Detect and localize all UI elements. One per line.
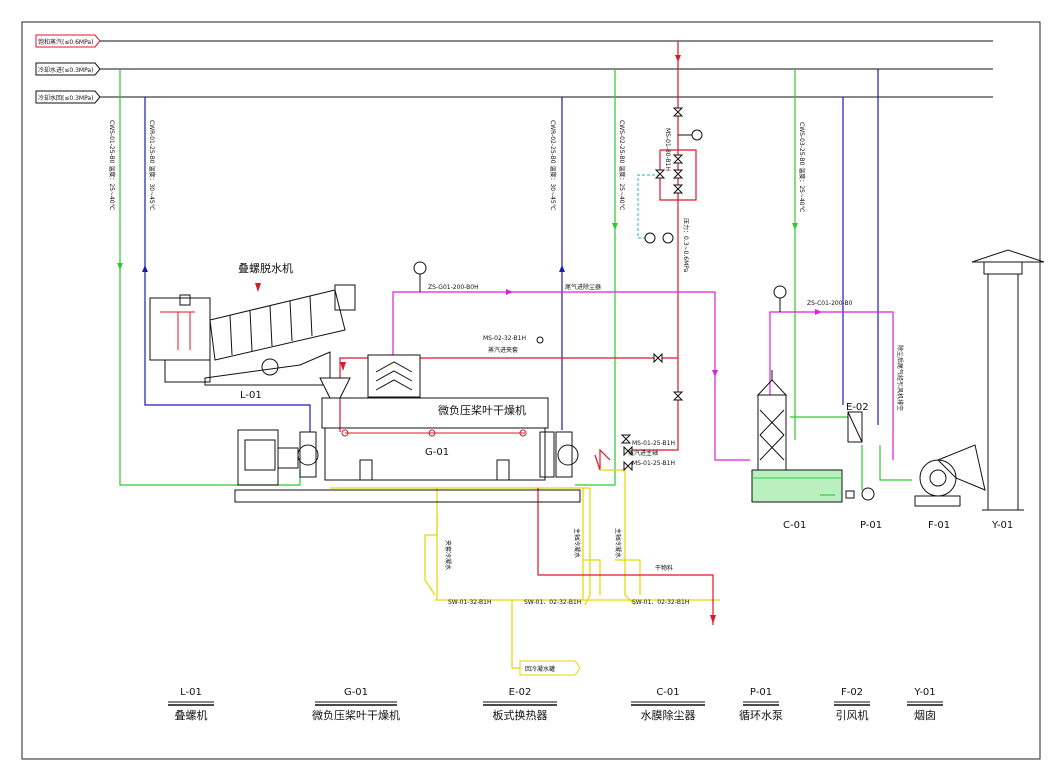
cooling-supply-arrows: [117, 223, 798, 270]
sw2-label: SW-01、02-32-B1H: [524, 599, 581, 606]
vertical-labels: CWS-01-25-B0 温度：25~40℃ CWR-01-25-B0 温度：3…: [108, 120, 904, 570]
legend-name: 烟囱: [914, 708, 936, 722]
screw-press-label: 叠螺脱水机: [238, 261, 293, 275]
hx-tag: E-02: [846, 402, 869, 413]
cond-jacket-label: 夹套冷凝水: [444, 540, 452, 570]
cooling-supply-lines: [119, 69, 912, 496]
steam-jacket-label: 蒸汽进夹套: [488, 346, 518, 354]
steam-pressure-label: 压力：0.3~0.6MPa: [682, 218, 690, 273]
legend-item: Y-01 烟囱: [907, 687, 943, 722]
scrubber-tag: C-01: [783, 520, 806, 531]
water-film-scrubber: [751, 370, 843, 503]
condensate-tank-tag: [519, 660, 581, 676]
plate-heat-exchanger: [847, 411, 863, 443]
legend-name: 循环水泵: [739, 709, 783, 722]
cond-shaft1-label: 主轴冷凝水: [573, 528, 581, 558]
legend-code: L-01: [180, 687, 202, 698]
steam-valves: [620, 107, 684, 472]
steam-shaft-line-label: MS-01-25-B1H: [632, 440, 675, 447]
legend-item: F-02 引风机: [834, 687, 870, 722]
chimney-tag: Y-01: [991, 520, 1013, 531]
legend-code: G-01: [344, 687, 368, 698]
legend-item: G-01 微负压桨叶干燥机: [312, 687, 400, 722]
steam-shaft-label: 蒸汽进主轴: [628, 449, 658, 457]
steam-shaft-line2-label: MS-01-25-B1H: [632, 460, 675, 467]
exhaust-to-label: 尾气进除尘器: [565, 283, 601, 291]
pump-tag: P-01: [860, 520, 882, 531]
condensate-lines: [330, 469, 720, 669]
cwr-mid-label: CWR-02-25-B0 温度：30~45℃: [549, 120, 557, 211]
pressure-dashed-line: [637, 174, 660, 239]
legend-item: C-01 水膜除尘器: [631, 687, 705, 722]
legend-name: 水膜除尘器: [641, 708, 696, 722]
sw3-label: SW-01、02-32-B1H: [632, 599, 689, 606]
condensate-tank-label: 回冷凝水罐: [525, 665, 555, 673]
fan-tag: F-01: [928, 520, 950, 531]
steam-jacket-line-label: MS-02-32-B1H: [483, 335, 526, 342]
dryer-label: 微负压桨叶干燥机: [438, 403, 526, 417]
cooling-return-lines: [144, 69, 879, 432]
steam-header-mark: [675, 55, 681, 62]
header-cw-return-label: 冷却水回(≤0.3MPa): [38, 94, 93, 102]
horizontal-labels: ZS-G01-200-B0H 尾气进除尘器 MS-02-32-B1H 蒸汽进夹套…: [428, 283, 853, 606]
cw-right-label: CWS-03-25-B0 温度：25~40℃: [798, 122, 806, 213]
header-steam-tag: [35, 34, 101, 48]
exhaust-lines: [392, 291, 894, 461]
cond-shaft2-label: 主轴冷凝水: [614, 528, 622, 558]
sw1-label: SW-01-32-B1H: [448, 599, 492, 606]
legend-code: E-02: [509, 687, 532, 698]
dry-product-label: 干物料: [655, 564, 673, 572]
cw-mid-label: CWS-02-25-B0 温度：25~40℃: [618, 120, 626, 211]
cooling-return-arrows: [142, 265, 565, 272]
legend-item: P-01 循环水泵: [739, 687, 783, 722]
gauges: [413, 129, 787, 344]
legend-name: 微负压桨叶干燥机: [312, 708, 400, 722]
dryer-tag: G-01: [425, 447, 449, 458]
cw-left-label: CWS-01-25-B0 温度：25~40℃: [108, 120, 116, 211]
legend-item: E-02 板式换热器: [483, 687, 557, 722]
equipment-legend: L-01 叠螺机 G-01 微负压桨叶干燥机 E-02 板式换热器 C-01 水膜除尘器 P-0…: [168, 687, 943, 722]
vent-note-label: 除尘后尾气经引风机排空: [896, 345, 904, 411]
legend-code: P-01: [750, 687, 772, 698]
header-cw-supply-label: 冷却水进(≤0.3MPa): [38, 66, 93, 74]
legend-name: 板式换热器: [493, 708, 548, 722]
header-cw-supply-tag: [35, 62, 101, 76]
header-lines: 饱和蒸汽(≤0.6MPa) 冷却水进(≤0.3MPa) 冷却水回(≤0.3MPa…: [35, 34, 993, 104]
exhaust-hood: [367, 354, 421, 398]
steam-main-label: MS-01-80-B1H: [664, 128, 671, 171]
feed-hopper: [319, 377, 351, 399]
screw-press: [149, 284, 356, 386]
header-cw-return-tag: [35, 90, 101, 104]
paddle-dryer: [234, 397, 581, 503]
legend-name: 引风机: [836, 708, 869, 722]
circulation-pump: [845, 487, 875, 501]
induced-draft-fan: [914, 444, 986, 507]
exhaust2-label: ZS-C01-200-B0: [807, 300, 853, 307]
legend-code: Y-01: [913, 687, 935, 698]
chimney: [971, 249, 1045, 511]
drawing-frame: [21, 21, 1041, 760]
screw-press-tag: L-01: [240, 390, 262, 401]
header-steam-label: 饱和蒸汽(≤0.6MPa): [38, 38, 93, 46]
exhaust-line-label: ZS-G01-200-B0H: [428, 284, 479, 291]
legend-name: 叠螺机: [175, 708, 208, 722]
dry-product-line: [537, 488, 714, 625]
legend-item: L-01 叠螺机: [168, 687, 214, 722]
legend-code: C-01: [656, 687, 679, 698]
legend-code: F-02: [841, 687, 863, 698]
cwr-left-label: CWR-01-25-B0 温度：30~45℃: [148, 120, 156, 211]
